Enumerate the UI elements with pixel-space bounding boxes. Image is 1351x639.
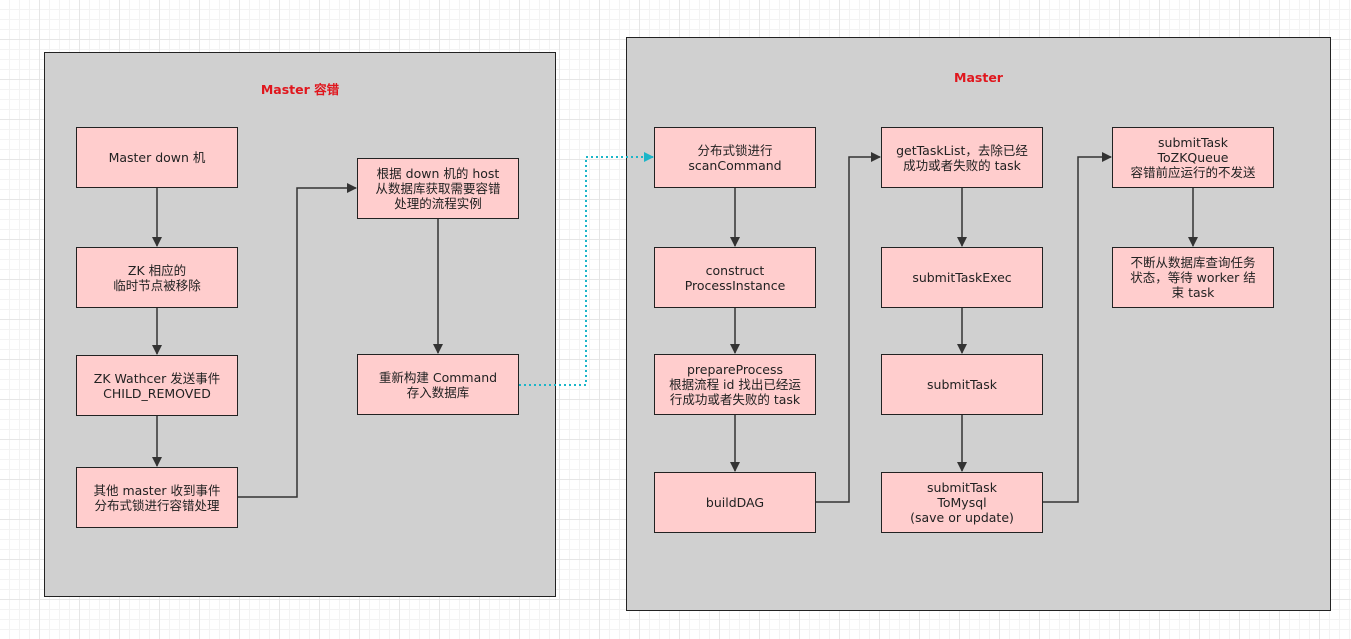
node-get-task-list[interactable]: getTaskList，去除已经 成功或者失败的 task <box>881 127 1043 188</box>
node-fetch-instances[interactable]: 根据 down 机的 host 从数据库获取需要容错 处理的流程实例 <box>357 158 519 219</box>
master-fault-tolerance-title: Master 容错 <box>260 82 340 97</box>
node-build-dag[interactable]: buildDAG <box>654 472 816 533</box>
node-submit-task[interactable]: submitTask <box>881 354 1043 415</box>
node-query-task-status[interactable]: 不断从数据库查询任务 状态，等待 worker 结 束 task <box>1112 247 1274 308</box>
node-master-down[interactable]: Master down 机 <box>76 127 238 188</box>
node-zk-node-removed[interactable]: ZK 相应的 临时节点被移除 <box>76 247 238 308</box>
node-scan-command[interactable]: 分布式锁进行 scanCommand <box>654 127 816 188</box>
node-rebuild-command[interactable]: 重新构建 Command 存入数据库 <box>357 354 519 415</box>
node-submit-task-exec[interactable]: submitTaskExec <box>881 247 1043 308</box>
node-submit-to-zk-queue[interactable]: submitTask ToZKQueue 容错前应运行的不发送 <box>1112 127 1274 188</box>
node-other-master[interactable]: 其他 master 收到事件 分布式锁进行容错处理 <box>76 467 238 528</box>
master-title: Master <box>954 70 1003 85</box>
node-zk-watcher[interactable]: ZK Wathcer 发送事件 CHILD_REMOVED <box>76 355 238 416</box>
node-submit-to-mysql[interactable]: submitTask ToMysql (save or update) <box>881 472 1043 533</box>
node-prepare-process[interactable]: prepareProcess 根据流程 id 找出已经运 行成功或者失败的 ta… <box>654 354 816 415</box>
node-construct-process[interactable]: construct ProcessInstance <box>654 247 816 308</box>
